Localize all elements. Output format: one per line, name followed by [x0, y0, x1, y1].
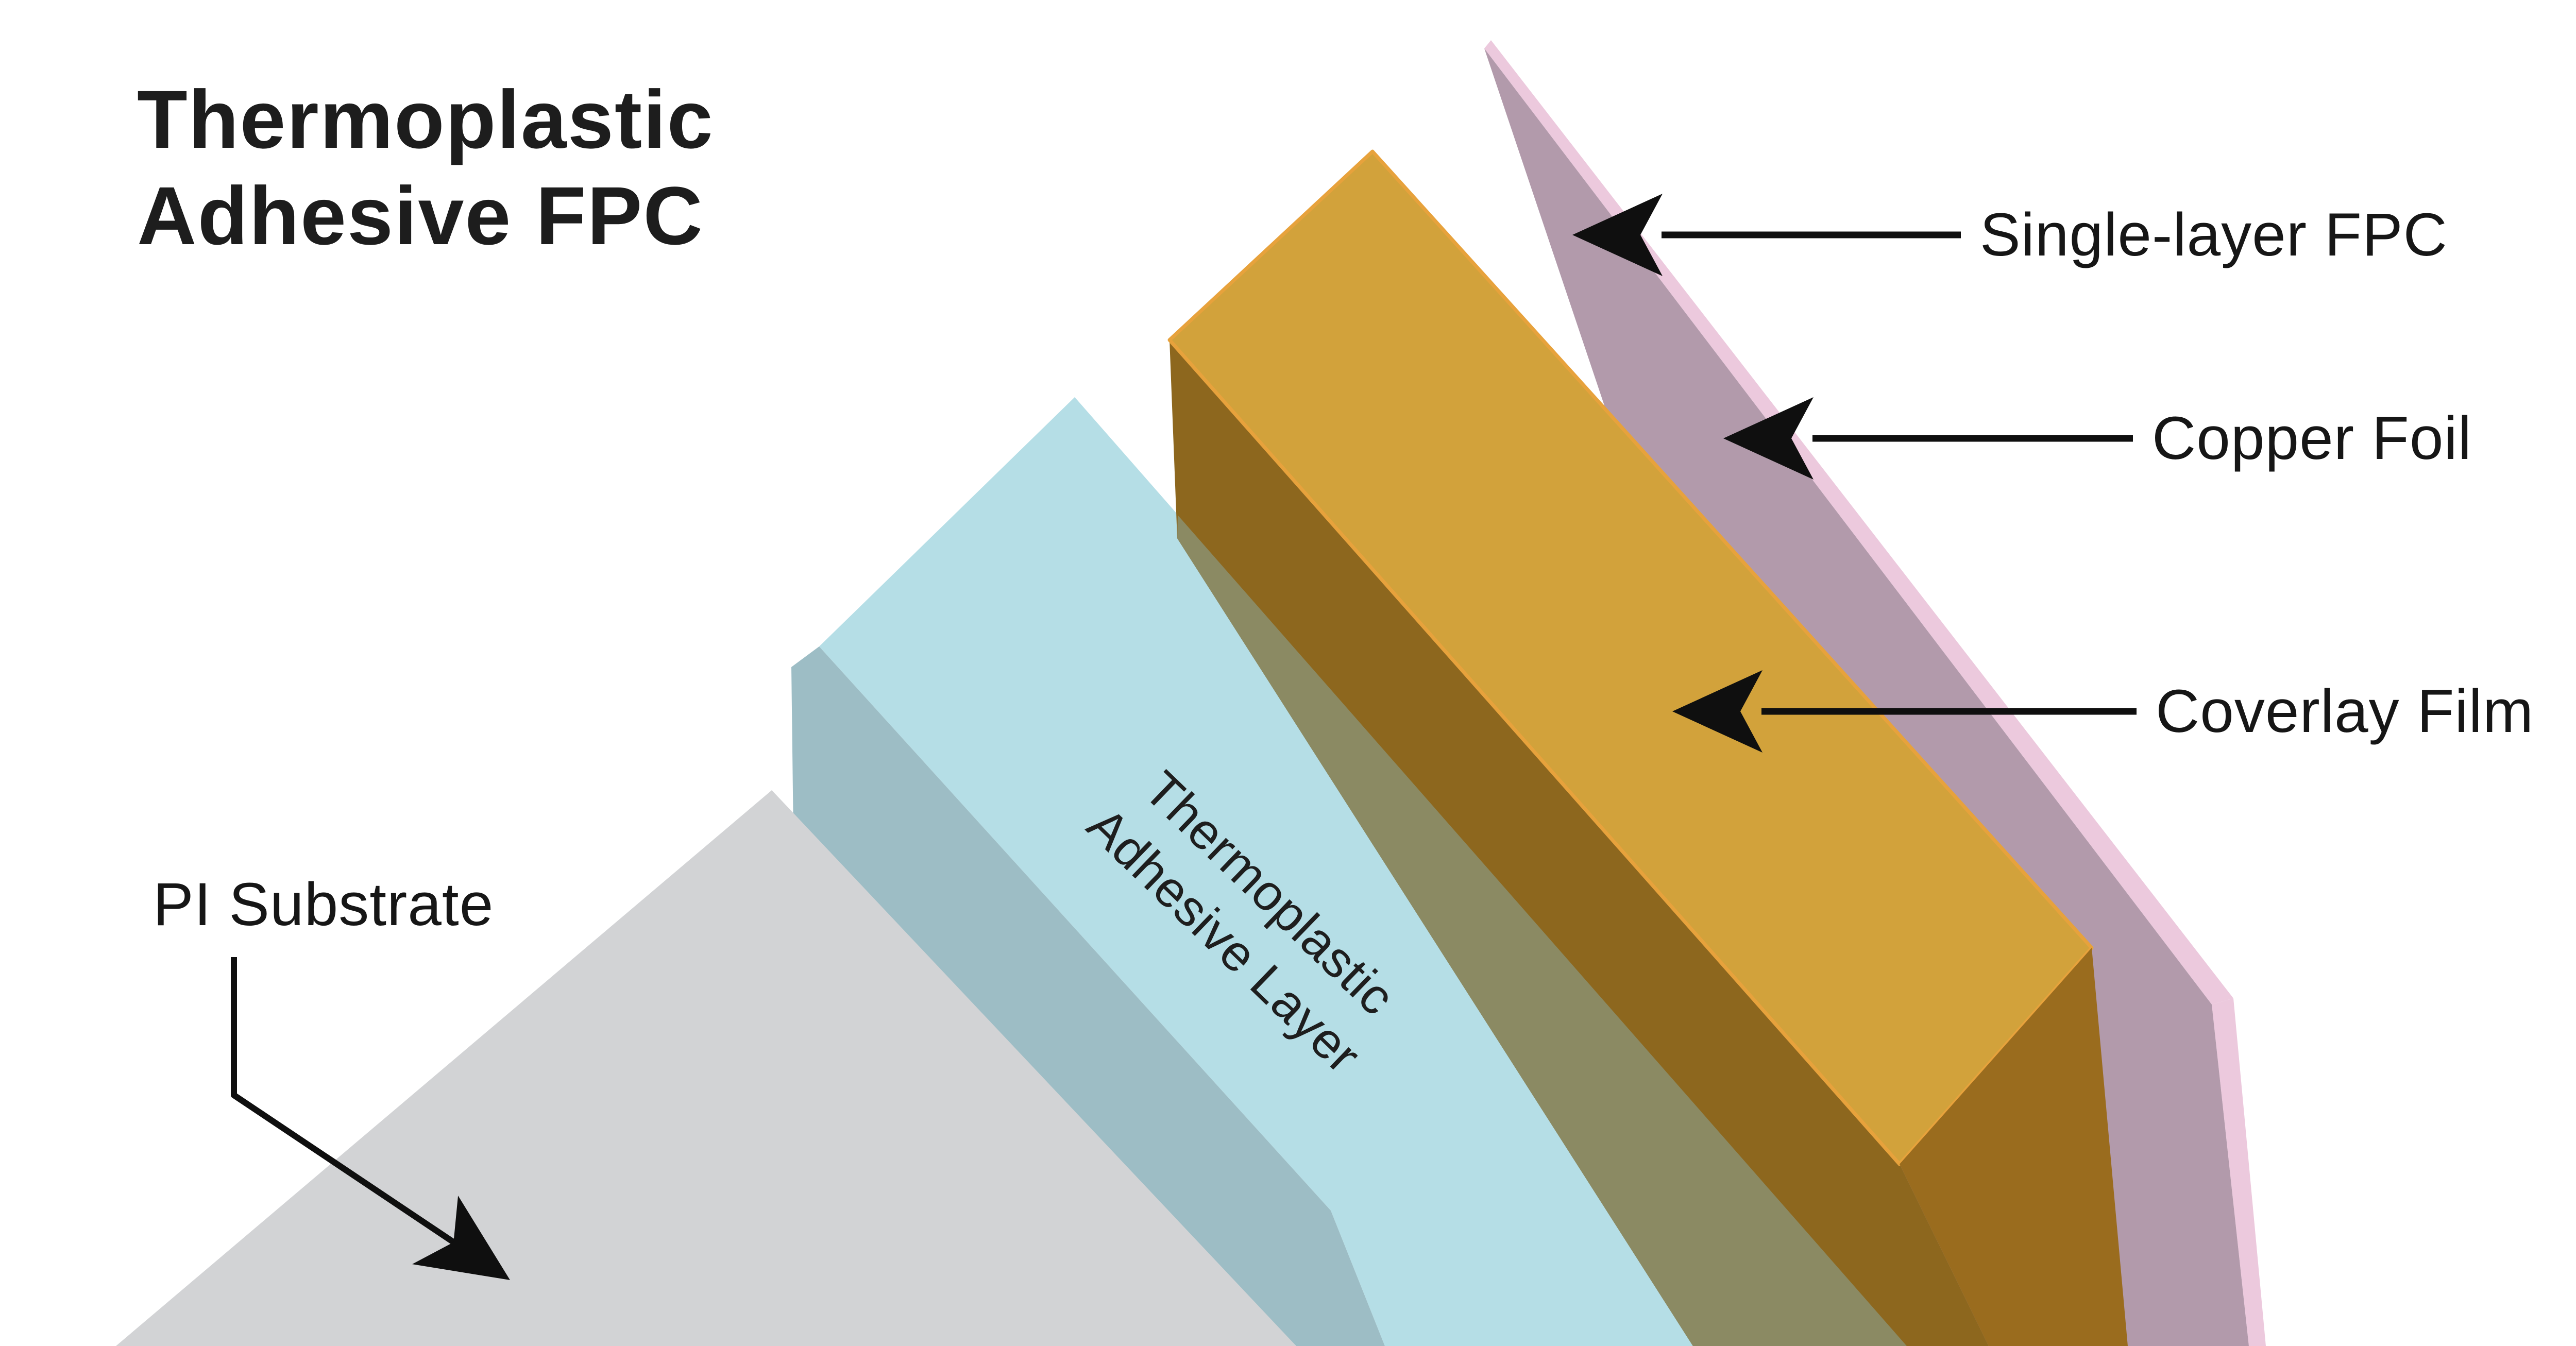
page-title: Thermoplastic Adhesive FPC	[137, 71, 714, 264]
single-layer-fpc-arrow	[1572, 194, 1961, 276]
coverlay-right-face	[1900, 948, 2128, 1346]
arrowhead-icon	[412, 1196, 510, 1280]
arrowhead-icon	[1572, 194, 1663, 276]
page-title-line1: Thermoplastic	[137, 73, 714, 165]
coverlay-left-face	[1170, 340, 1989, 1346]
label-coverlay-film: Coverlay Film	[2156, 677, 2534, 745]
fpc-sheet-top-edge-face	[1484, 40, 2233, 1004]
page-title-line2: Adhesive FPC	[137, 169, 704, 262]
coverlay-film-arrow	[1672, 670, 2137, 753]
adhesive-layer-front-face	[791, 646, 1385, 1346]
copper-foil-arrow	[1723, 397, 2133, 480]
label-copper-foil: Copper Foil	[2152, 404, 2472, 472]
pi-substrate-arrow	[231, 957, 510, 1280]
arrowhead-icon	[1672, 670, 1762, 753]
fpc-sheet-right-edge-face	[2212, 998, 2266, 1346]
label-pi-substrate: PI Substrate	[153, 871, 494, 939]
pi-substrate-top-face	[116, 790, 1296, 1346]
arrowhead-icon	[1723, 397, 1814, 480]
label-single-layer-fpc: Single-layer FPC	[1980, 201, 2448, 269]
coverlay-adhesive-overlap	[1177, 515, 1907, 1346]
